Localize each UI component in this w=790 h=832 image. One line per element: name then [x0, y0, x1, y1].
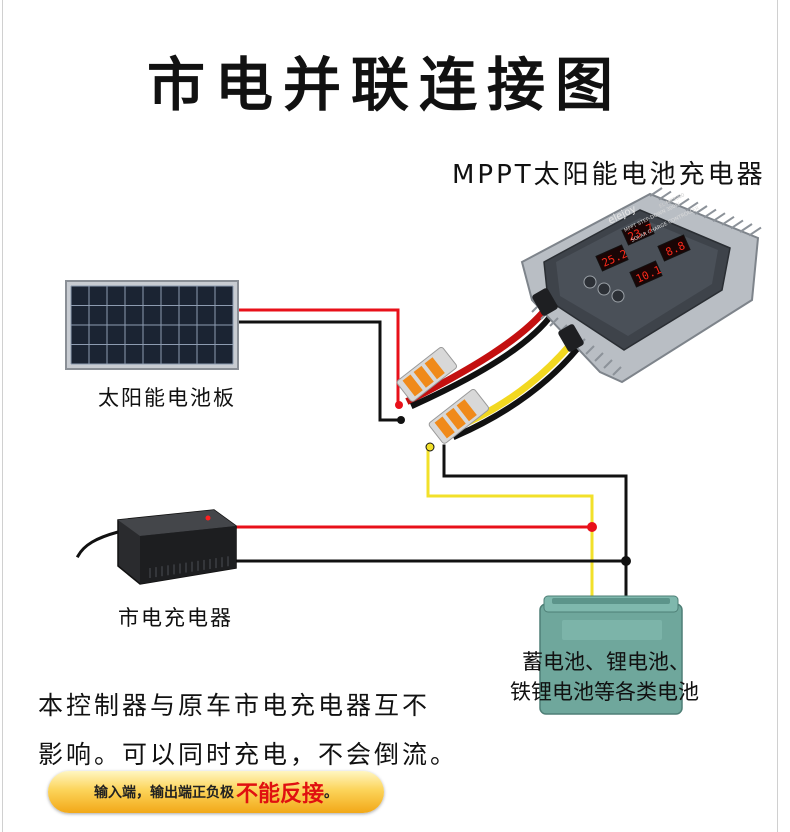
note-line-1: 本控制器与原车市电充电器互不	[38, 691, 431, 720]
charger-led	[205, 515, 211, 521]
junction-dot-solar-red	[395, 401, 403, 409]
charger-power-cord	[75, 530, 120, 559]
warning-banner: 输入端，输出端正负极 不能反接 。	[48, 771, 384, 813]
controller-button-1	[583, 275, 597, 289]
display-4	[629, 260, 663, 288]
display-2	[657, 234, 691, 262]
warning-suffix: 。	[324, 785, 338, 801]
output-wire-connector	[428, 389, 490, 444]
solar-panel-image	[65, 280, 239, 370]
battery-image	[539, 595, 683, 715]
junction-dot-solar-black	[397, 416, 405, 424]
cable-gland-2	[558, 324, 584, 352]
left-frame-line	[2, 0, 3, 832]
cable-gland-1	[532, 288, 558, 316]
output-negative-wire	[442, 444, 628, 600]
junction-dot-black	[621, 556, 631, 566]
mains-charger-image	[117, 509, 237, 585]
mppt-controller-image: 23.7 8.8 25.2 10.1 elejoy EL-MP3000 MPPT…	[520, 187, 762, 384]
solar-negative-wire	[234, 320, 402, 422]
right-frame-line	[777, 0, 778, 832]
input-wire-connector	[396, 347, 458, 402]
controller-black-cable-2	[452, 343, 583, 440]
page-title: 市电并联连接图	[146, 51, 623, 119]
note-line-2: 影响。可以同时充电，不会倒流。	[38, 740, 459, 769]
junction-dot-red	[587, 522, 597, 532]
solar-panel-label: 太阳能电池板	[98, 386, 236, 410]
battery-label-line1: 蓄电池、锂电池、	[522, 650, 690, 674]
junction-dot-output	[425, 442, 435, 452]
warning-prefix: 输入端，输出端正负极	[93, 785, 234, 801]
solar-positive-wire	[234, 308, 400, 406]
controller-black-cable	[410, 308, 558, 409]
battery-label-line2: 铁锂电池等各类电池	[510, 680, 699, 704]
mains-charger-label: 市电充电器	[118, 606, 233, 630]
controller-label: MPPT太阳能电池充电器	[452, 160, 766, 190]
controller-red-cable	[405, 305, 550, 405]
controller-button-3	[611, 289, 625, 303]
display-1	[621, 218, 655, 246]
warning-emphasis: 不能反接	[235, 782, 324, 807]
output-yellow-wire	[426, 444, 594, 600]
controller-button-2	[597, 282, 611, 296]
display-3	[595, 244, 629, 272]
